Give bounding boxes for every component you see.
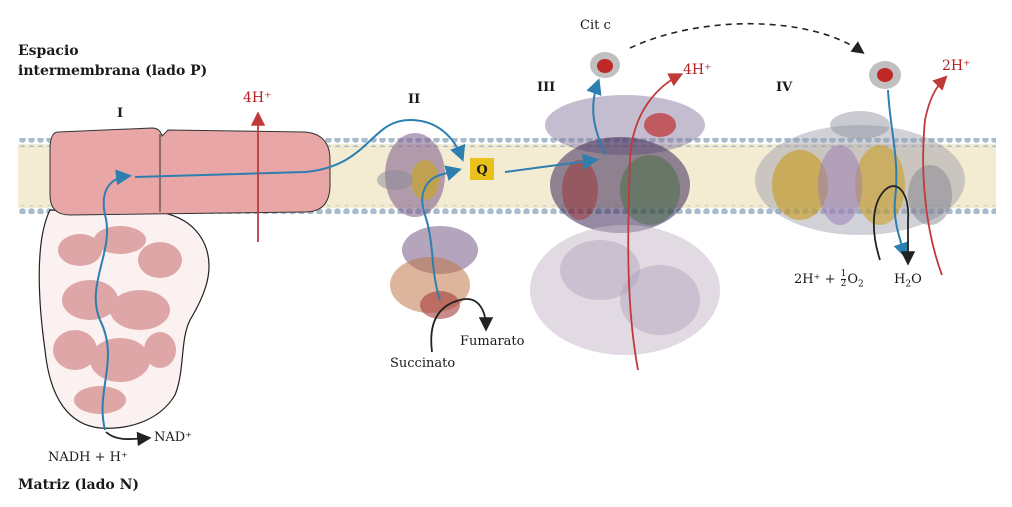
protons-complex-III-label: 4H⁺ [683, 62, 712, 78]
complex-IV-label: IV [776, 80, 792, 95]
complex-I-label: I [117, 106, 123, 121]
oxygen-sub: 2 [858, 280, 864, 290]
oxygen-pre: 2H⁺ + [794, 272, 840, 287]
protons-complex-IV-label: 2H⁺ [942, 58, 971, 74]
cytochrome-c-label: Cit c [580, 18, 611, 33]
nad-label: NAD⁺ [154, 430, 192, 445]
complex-III-label: III [537, 80, 555, 95]
substrate-arrows [106, 186, 908, 439]
water-pre: H [894, 272, 905, 287]
nadh-label: NADH + H⁺ [48, 450, 128, 465]
fraction-denominator: 2 [841, 280, 847, 289]
complex-II-label: II [408, 92, 420, 107]
succinate-label: Succinato [390, 356, 455, 371]
nad-arrow [106, 432, 148, 439]
water-post: O [911, 272, 922, 287]
complex-III [530, 95, 720, 355]
complex-IV [755, 111, 965, 235]
protons-complex-I-label: 4H⁺ [243, 90, 272, 106]
cytochrome-c-right [869, 61, 901, 89]
p-side-label-line2: intermembrana (lado P) [18, 62, 207, 81]
water-label: H2O [894, 272, 922, 290]
cytochrome-c-left [590, 52, 620, 78]
n-side-label: Matriz (lado N) [18, 476, 139, 495]
ubiquinone-label: Q [476, 163, 487, 178]
fumarate-label: Fumarato [460, 334, 525, 349]
cytochrome-c-shuttle-arrow [630, 24, 862, 52]
oxygen-post: O [847, 272, 858, 287]
p-side-label-line1: Espacio [18, 42, 79, 61]
